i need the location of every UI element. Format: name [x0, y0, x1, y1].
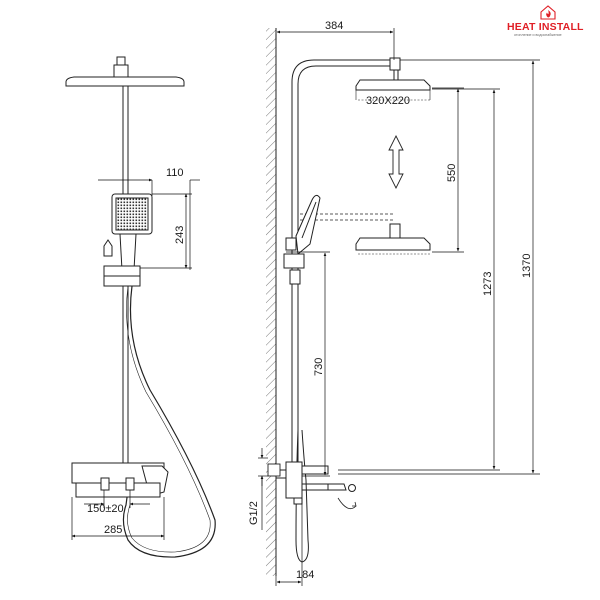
side-shower-head-lower — [355, 223, 431, 255]
dim-height-1370: 1370 — [521, 254, 533, 278]
side-hand-shower — [295, 194, 321, 255]
house-flame-icon — [540, 5, 556, 20]
dim-height-1273: 1273 — [482, 272, 494, 296]
front-holder — [103, 239, 141, 287]
front-hose — [122, 285, 216, 558]
dim-spout-height: 730 — [313, 358, 325, 376]
wall — [266, 28, 277, 576]
front-shower-head — [65, 56, 185, 87]
side-holder — [283, 237, 305, 285]
brand-logo: HEAT INSTALL отопление и водоснабжение — [507, 5, 584, 37]
dim-mixer-width: 285 — [104, 524, 122, 536]
front-mixer — [71, 462, 169, 498]
dim-wall-offset: 184 — [296, 569, 314, 581]
front-view — [65, 56, 216, 558]
side-dimensions — [258, 28, 540, 586]
dim-handle-height: 243 — [174, 226, 186, 244]
side-view — [267, 57, 431, 563]
dim-slide-range: 550 — [446, 164, 458, 182]
dim-head-offset: 384 — [325, 20, 343, 32]
brand-name: HEAT INSTALL — [507, 21, 584, 33]
height-adjust-arrow-icon — [388, 134, 404, 190]
side-shower-head-top — [355, 57, 431, 101]
dim-inlet-spacing: 150±20 — [87, 503, 124, 515]
dim-handle-width: 110 — [166, 167, 184, 179]
front-dimensions — [71, 178, 200, 540]
side-mixer — [275, 461, 357, 510]
dim-head-size: 320X220 — [366, 95, 410, 107]
brand-tagline: отопление и водоснабжение — [514, 33, 562, 37]
dim-thread: G1/2 — [248, 501, 260, 525]
